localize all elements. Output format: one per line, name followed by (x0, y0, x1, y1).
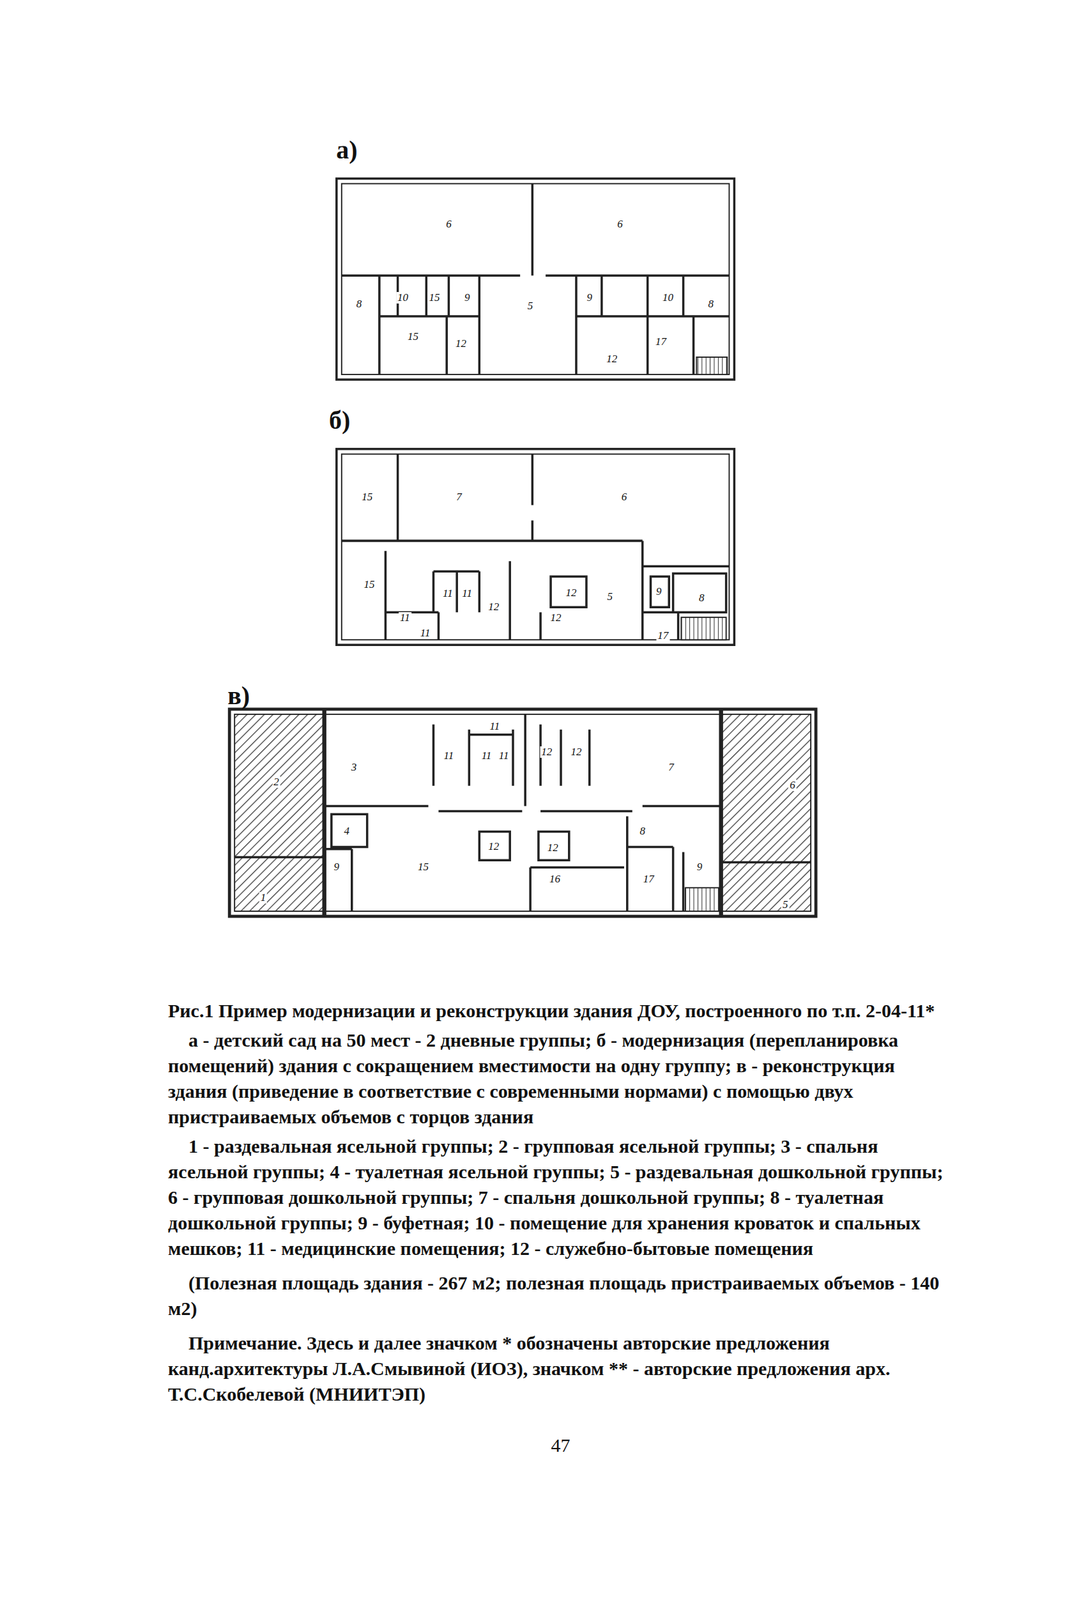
room-number: 12 (486, 840, 501, 853)
room-number: 11 (441, 587, 455, 600)
room-number: 12 (454, 337, 468, 350)
room-number: 11 (497, 749, 511, 762)
page-number: 47 (168, 1432, 954, 1458)
room-number: 10 (396, 291, 410, 304)
room-number: 15 (360, 491, 374, 503)
room-number: 9 (654, 585, 664, 598)
room-number: 12 (569, 746, 584, 758)
room-number: 6 (620, 491, 629, 503)
room-number: 6 (615, 218, 625, 230)
room-number: 17 (656, 629, 670, 642)
room-number: 17 (654, 336, 668, 348)
figure-caption: Рис.1 Пример модернизации и реконструкци… (168, 997, 954, 1024)
room-number: 4 (343, 825, 352, 837)
room-number: 11 (488, 720, 501, 733)
caption-paragraph: Примечание. Здесь и далее значком * обоз… (168, 1330, 954, 1407)
text-column: Рис.1 Пример модернизации и реконструкци… (168, 997, 954, 1462)
plan-letter: а) (336, 136, 358, 165)
room-number: 15 (428, 291, 442, 304)
room-number: 7 (666, 761, 676, 773)
room-number: 8 (697, 592, 706, 604)
room-number: 5 (526, 300, 535, 312)
room-number: 12 (486, 601, 501, 613)
room-number: 9 (695, 861, 705, 873)
room-number: 8 (355, 298, 364, 310)
room-number: 5 (781, 898, 790, 911)
room-number: 8 (706, 298, 715, 310)
room-number: 9 (463, 291, 472, 304)
room-number: 15 (416, 861, 430, 873)
room-number: 12 (546, 841, 560, 854)
room-number: 11 (442, 749, 456, 762)
room-number: 9 (585, 291, 594, 304)
room-number: 16 (548, 873, 562, 885)
room-number: 12 (539, 746, 554, 758)
room-number: 11 (398, 612, 412, 624)
room-number: 6 (444, 218, 453, 230)
plan-letter: в) (227, 681, 250, 710)
caption-paragraph: 1 - раздевальная ясельной группы; 2 - гр… (168, 1133, 954, 1262)
room-number: 1 (259, 891, 268, 904)
room-number: 6 (788, 779, 797, 791)
plan-letter: б) (329, 406, 351, 435)
room-number: 12 (549, 612, 563, 624)
room-number: 3 (350, 761, 359, 773)
room-number: 11 (480, 749, 494, 762)
room-number: 9 (332, 861, 342, 873)
room-number: 10 (661, 291, 675, 304)
room-number: 12 (564, 587, 579, 599)
room-number: 11 (419, 627, 432, 639)
room-number: 5 (605, 590, 614, 603)
room-number: 15 (362, 578, 376, 591)
room-number: 15 (406, 330, 420, 343)
room-number: 12 (604, 353, 619, 365)
room-number: 2 (272, 776, 281, 788)
caption-paragraph: а - детский сад на 50 мест - 2 дневные г… (168, 1027, 954, 1130)
room-number: 7 (454, 491, 464, 503)
room-number: 17 (642, 873, 656, 885)
caption-paragraph: (Полезная площадь здания - 267 м2; полез… (168, 1270, 954, 1322)
room-number: 8 (638, 825, 647, 837)
room-number: 11 (460, 587, 474, 600)
